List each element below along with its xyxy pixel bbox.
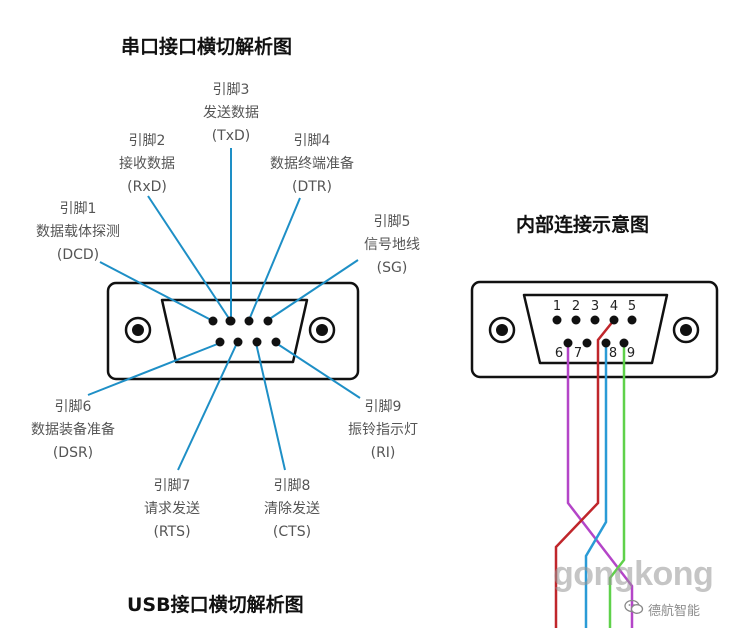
connector-pins-left bbox=[208, 316, 281, 347]
internal-pin-number: 2 bbox=[571, 299, 581, 314]
internal-pin-number: 9 bbox=[626, 346, 636, 361]
wechat-icon bbox=[624, 599, 644, 614]
serial-diagram-title: 串口接口横切解析图 bbox=[121, 36, 293, 58]
internal-pin-number: 1 bbox=[552, 299, 562, 314]
internal-pin-number: 6 bbox=[554, 346, 564, 361]
internal-pin-number: 3 bbox=[590, 299, 600, 314]
watermark-account: 德航智能 bbox=[648, 604, 701, 619]
internal-diagram-title: 内部连接示意图 bbox=[516, 214, 650, 236]
internal-pin-number: 8 bbox=[608, 346, 618, 361]
pin-7-dot bbox=[233, 337, 243, 347]
pin-3-dot bbox=[226, 316, 236, 326]
watermark-brand: gongkong bbox=[553, 555, 714, 593]
connector-pins-right bbox=[552, 315, 637, 348]
internal-wires bbox=[554, 319, 634, 628]
pin-leader-lines bbox=[87, 148, 361, 471]
pin-1-dot bbox=[208, 316, 218, 326]
usb-diagram-title: USB接口横切解析图 bbox=[127, 594, 304, 616]
internal-pin-number: 5 bbox=[627, 299, 637, 314]
pin-6-dot bbox=[215, 337, 225, 347]
wire-green bbox=[608, 343, 626, 628]
db9-connector-right bbox=[470, 280, 719, 379]
wire-red bbox=[554, 319, 615, 628]
pin-4-dot bbox=[244, 316, 254, 326]
pin-5-dot bbox=[263, 316, 273, 326]
db9-connector-left bbox=[106, 281, 360, 381]
pin-8-dot bbox=[252, 337, 262, 347]
wire-blue bbox=[584, 343, 608, 628]
pin-9-dot bbox=[271, 337, 281, 347]
internal-pin-number: 7 bbox=[573, 346, 583, 361]
internal-pin-number: 4 bbox=[609, 299, 619, 314]
